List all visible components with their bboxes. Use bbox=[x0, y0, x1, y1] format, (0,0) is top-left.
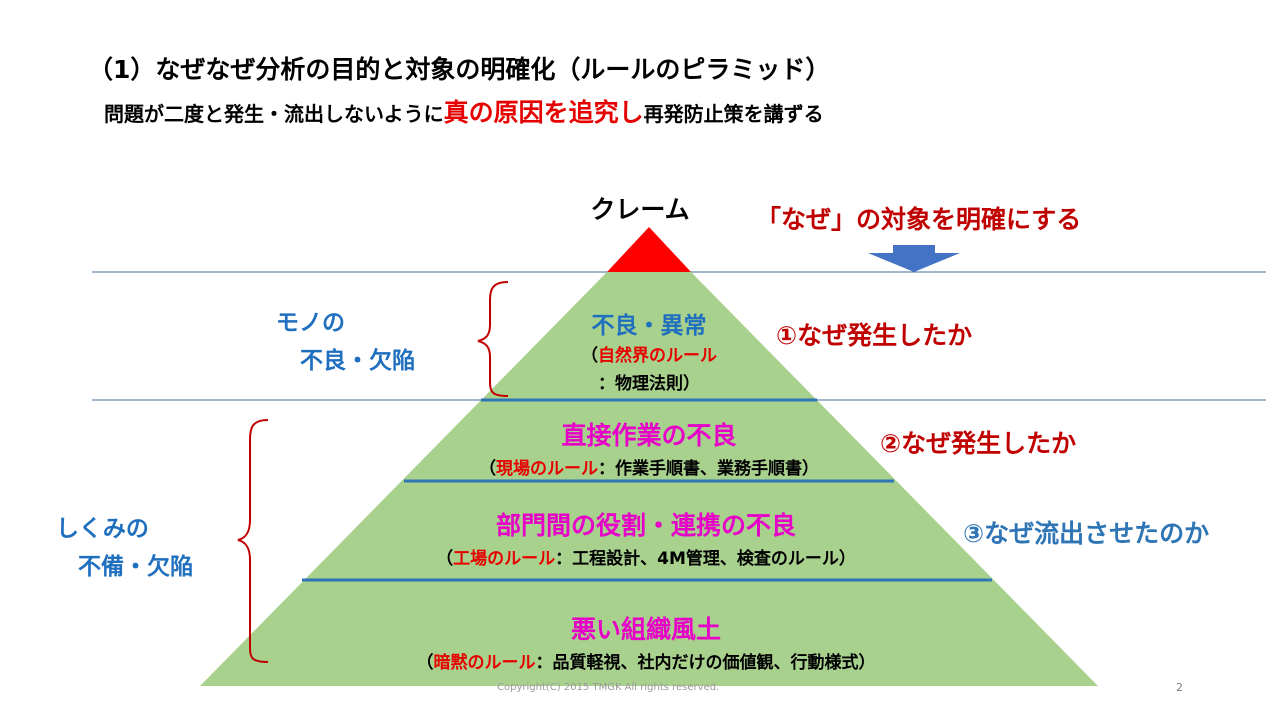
group-label-mono: モノの 不良・欠陥 bbox=[276, 304, 415, 380]
tier-3-name: 部門間の役割・連携の不良 bbox=[495, 511, 797, 540]
group-shikumi-line1: しくみの bbox=[56, 516, 149, 542]
brace-shikumi bbox=[237, 419, 269, 663]
down-arrow-icon bbox=[868, 245, 960, 272]
pyramid-apex bbox=[607, 227, 691, 272]
copyright-footer: Copyright(C) 2015 TMGK All rights reserv… bbox=[497, 682, 720, 693]
tier-3-rule: （工場のルール：工程設計、4M管理、検査のルール） bbox=[436, 544, 856, 569]
tier-1-rule-name: 自然界のルール bbox=[598, 346, 717, 366]
page-subtitle: 問題が二度と発生・流出しないように真の原因を追究し再発防止策を講ずる bbox=[104, 93, 824, 129]
why-note-1: ①なぜ発生したか bbox=[776, 321, 973, 350]
page-number: 2 bbox=[1176, 681, 1183, 694]
why-note-3: ③なぜ流出させたのか bbox=[963, 519, 1210, 548]
tier-1-name: 不良・異常 bbox=[591, 313, 707, 339]
subtitle-highlight: 真の原因を追究し bbox=[443, 98, 644, 127]
group-label-shikumi: しくみの 不備・欠陥 bbox=[56, 510, 193, 586]
tier-4-rule-detail: ：品質軽視、社内だけの価値観、行動様式） bbox=[535, 653, 876, 673]
tier-1-rule-open: （ bbox=[581, 346, 598, 366]
group-mono-line2: 不良・欠陥 bbox=[300, 348, 415, 374]
tier-1-rule-detail: ：物理法則） bbox=[598, 374, 700, 394]
page-title: （1）なぜなぜ分析の目的と対象の明確化（ルールのピラミッド） bbox=[88, 55, 831, 84]
group-shikumi-line2: 不備・欠陥 bbox=[78, 554, 193, 580]
tier-3-rule-open: （ bbox=[436, 549, 454, 569]
tier-1-rule: （自然界のルール bbox=[581, 341, 717, 366]
pyramid-body bbox=[200, 272, 1098, 686]
group-mono-line1: モノの bbox=[276, 310, 345, 336]
tier-2-rule-name: 現場のルール bbox=[496, 459, 598, 479]
tier-4-rule-open: （ bbox=[416, 653, 434, 673]
tier-4-name: 悪い組織風土 bbox=[570, 615, 722, 644]
tier-3-rule-name: 工場のルール bbox=[453, 549, 556, 569]
tier-2-name: 直接作業の不良 bbox=[561, 421, 737, 450]
why-note-2: ②なぜ発生したか bbox=[880, 429, 1077, 458]
apex-label: クレーム bbox=[590, 195, 690, 224]
tier-4-rule: （暗黙のルール：品質軽視、社内だけの価値観、行動様式） bbox=[417, 648, 876, 673]
subtitle-text-before: 問題が二度と発生・流出しないように bbox=[104, 102, 444, 126]
tier-2-rule: （現場のルール：作業手順書、業務手順書） bbox=[479, 454, 819, 479]
tier-2-rule-detail: ：作業手順書、業務手順書） bbox=[598, 459, 819, 479]
tier-3-rule-detail: ：工程設計、4M管理、検査のルール） bbox=[555, 549, 856, 569]
tier-4-rule-name: 暗黙のルール bbox=[433, 653, 536, 673]
tier-2-rule-open: （ bbox=[479, 459, 496, 479]
target-note: 「なぜ」の対象を明確にする bbox=[756, 205, 1082, 234]
brace-mono bbox=[477, 281, 509, 397]
subtitle-text-after: 再発防止策を講ずる bbox=[643, 102, 824, 126]
